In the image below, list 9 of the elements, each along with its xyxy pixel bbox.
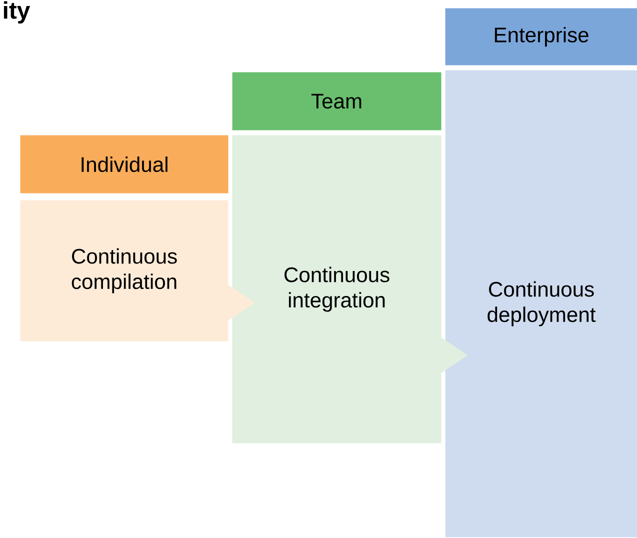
header-box: Individual	[20, 135, 228, 194]
header-box: Team	[232, 72, 442, 130]
stage-box: Continuous compilation	[20, 200, 228, 342]
stage-box: Continuous integration	[232, 135, 442, 444]
header-box: Enterprise	[445, 8, 637, 66]
stage-box: Continuous deployment	[445, 70, 637, 538]
chevron-arrow	[440, 337, 468, 374]
title: ity	[4, 1, 30, 24]
chevron-arrow	[228, 284, 255, 321]
